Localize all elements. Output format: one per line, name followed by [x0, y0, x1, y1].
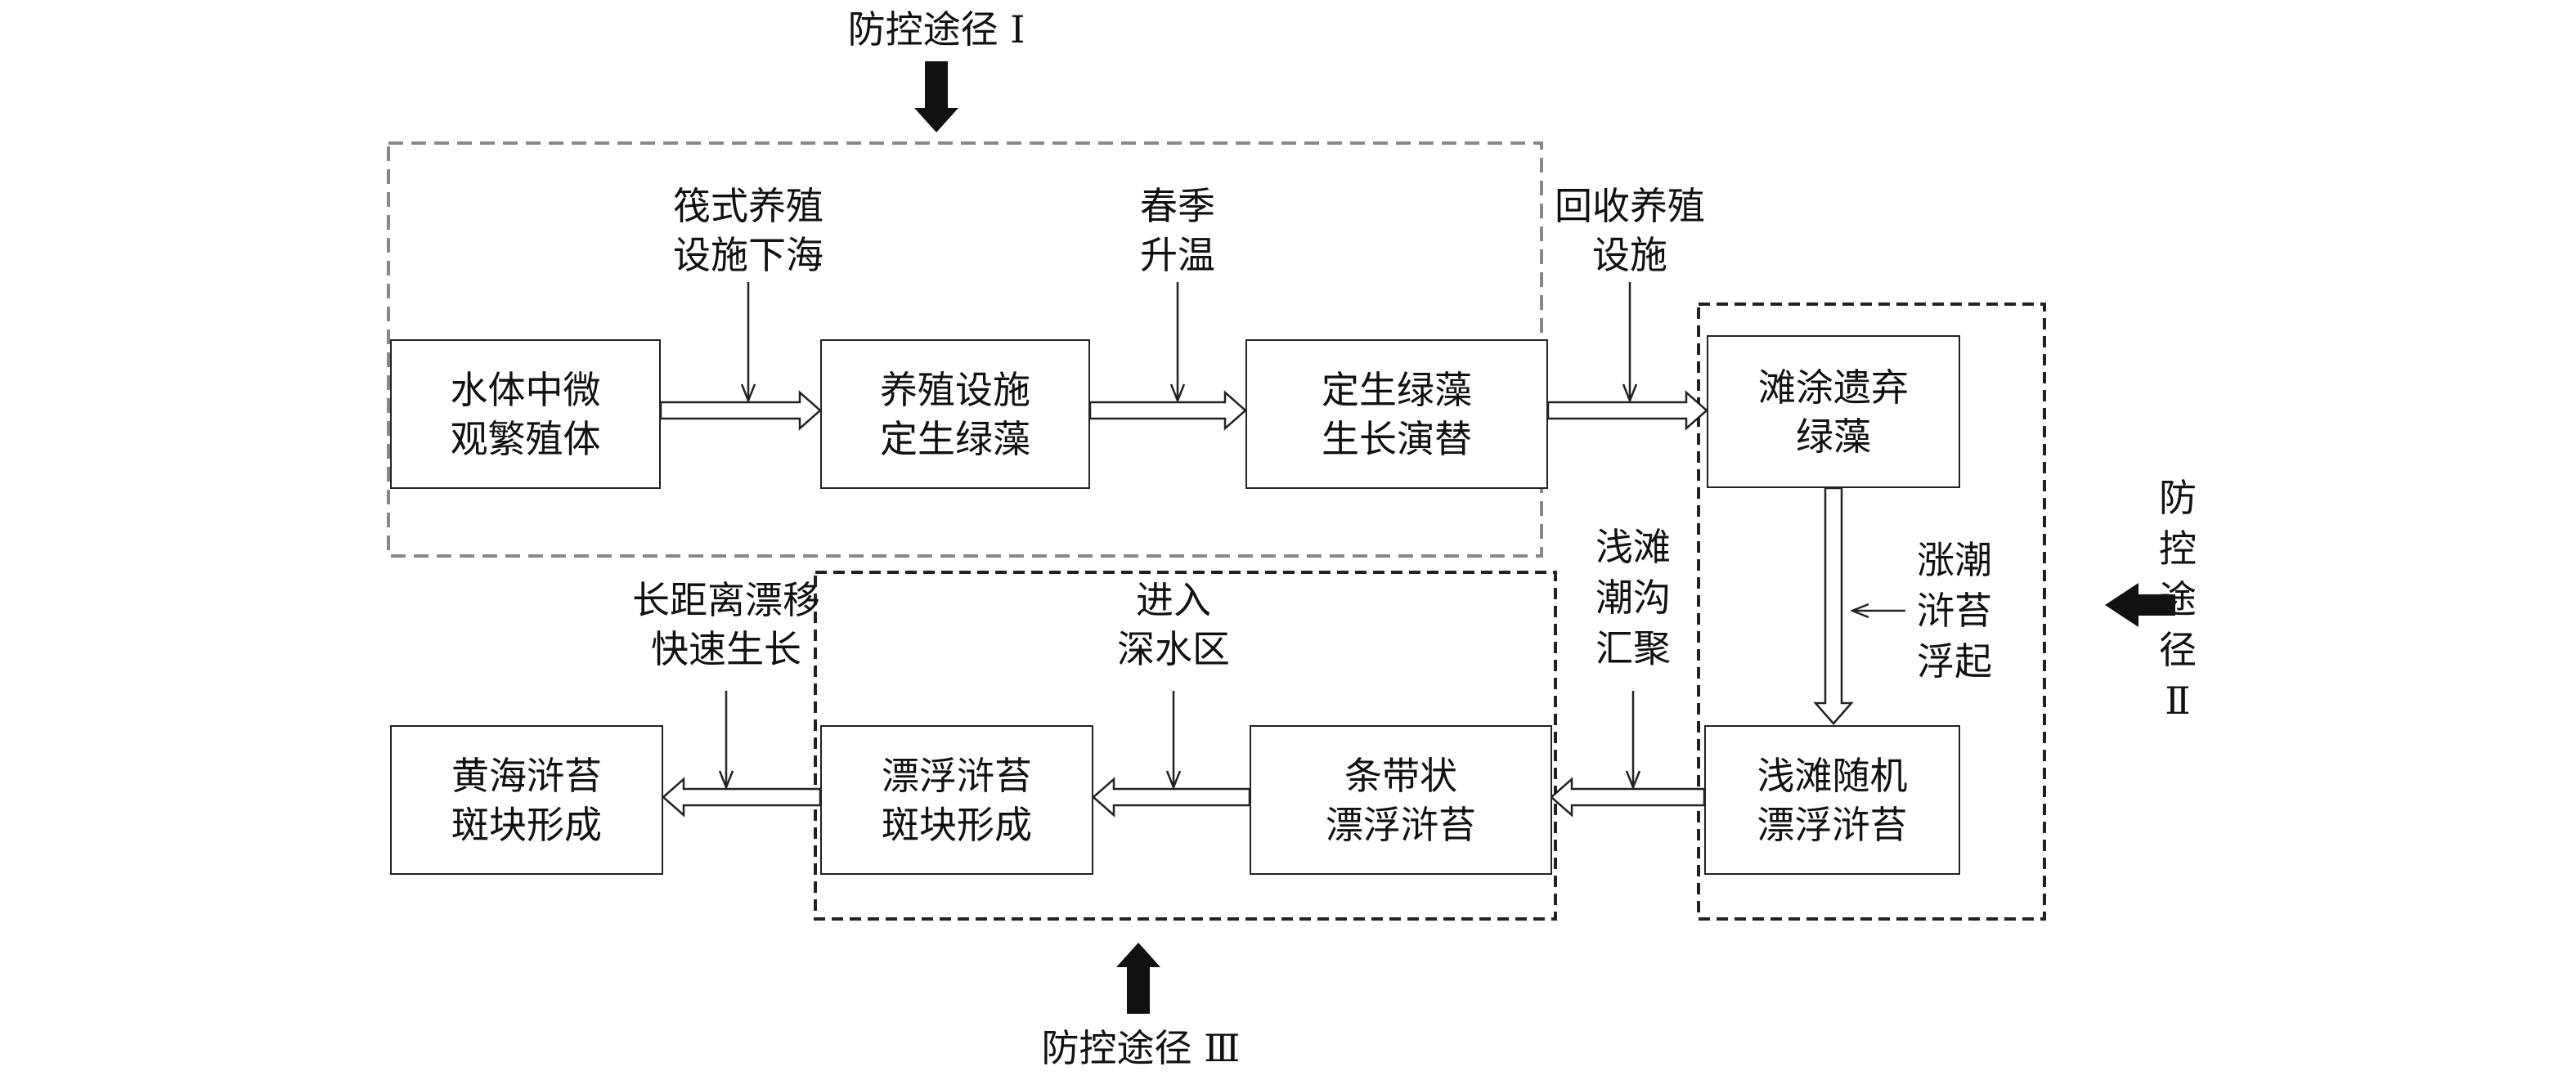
flow-arrow-4-5 [1813, 486, 1854, 725]
box-discarded-algae: 滩涂遗弃绿藻 [1707, 335, 1960, 488]
label-line: 进入 [1136, 578, 1211, 622]
route-char: 径 [2159, 628, 2197, 672]
flow-arrow-2-3 [1088, 390, 1247, 431]
label-line: 回收养殖 [1555, 184, 1705, 228]
box-line: 斑块形成 [451, 802, 602, 847]
label-line: 快速生长 [651, 627, 801, 671]
label-raft-facility: 筏式养殖设施下海 [626, 181, 871, 280]
box-line: 水体中微 [450, 367, 601, 412]
box-line: 观繁殖体 [450, 416, 601, 461]
box-line: 黄海浒苔 [451, 753, 602, 798]
box-line: 养殖设施 [880, 367, 1030, 412]
label-line: 浅滩 [1595, 525, 1671, 569]
label-line: 深水区 [1117, 627, 1230, 671]
box-random-floating: 浅滩随机漂浮浒苔 [1704, 725, 1960, 875]
stage-3-frame [814, 571, 1557, 921]
label-line: 筏式养殖 [673, 184, 824, 228]
label-line: 长距离漂移 [632, 578, 820, 622]
stage-2-frame [1697, 302, 2046, 921]
label-long-drift: 长距离漂移快速生长 [587, 576, 865, 674]
flow-arrow-3-4 [1546, 390, 1708, 431]
box-strip-floating: 条带状漂浮浒苔 [1250, 725, 1552, 875]
box-facility-algae: 养殖设施定生绿藻 [820, 339, 1090, 489]
box-line: 漂浮浒苔 [1326, 802, 1476, 847]
box-line: 漂浮浒苔 [882, 753, 1032, 798]
control-route-1-label: 防控途径 Ⅰ [847, 7, 1025, 52]
box-line: 漂浮浒苔 [1757, 802, 1908, 847]
route-char: Ⅱ [2165, 679, 2191, 723]
label-line: 浮起 [1917, 639, 1992, 683]
label-line: 升温 [1140, 233, 1215, 277]
control-route-2-label: 防控途径 Ⅱ [2153, 473, 2202, 726]
route-char: 途 [2159, 577, 2197, 621]
box-line: 浅滩随机 [1757, 753, 1908, 798]
label-line: 浒苔 [1917, 589, 1992, 633]
control-arrow-2 [2105, 583, 2175, 627]
label-shoal-gather: 浅滩潮沟汇聚 [1584, 522, 1682, 674]
label-line: 设施下海 [673, 233, 824, 277]
control-arrow-1 [914, 61, 958, 132]
label-line: 春季 [1140, 184, 1215, 228]
flow-arrow-5-6 [1550, 777, 1706, 818]
box-yellow-sea-patch: 黄海浒苔斑块形成 [390, 725, 663, 875]
label-spring-warming: 春季升温 [1096, 181, 1259, 280]
label-line: 潮沟 [1595, 576, 1671, 620]
label-line: 涨潮 [1917, 538, 1992, 582]
box-line: 生长演替 [1322, 416, 1472, 461]
box-line: 定生绿藻 [880, 416, 1030, 461]
flow-arrow-7-8 [662, 777, 822, 818]
box-algae-succession: 定生绿藻生长演替 [1245, 339, 1548, 489]
control-arrow-3 [1116, 943, 1160, 1014]
box-line: 条带状 [1344, 753, 1457, 798]
label-recycle-facility: 回收养殖设施 [1528, 181, 1732, 280]
flow-arrow-1-2 [659, 390, 822, 431]
label-deep-water: 进入深水区 [1084, 576, 1263, 674]
control-route-3-label: 防控途径 Ⅲ [1041, 1026, 1241, 1070]
box-line: 定生绿藻 [1322, 367, 1472, 412]
box-water-spores: 水体中微观繁殖体 [390, 339, 661, 489]
box-line: 滩涂遗弃 [1758, 365, 1909, 410]
route-char: 防 [2159, 476, 2197, 520]
box-line: 斑块形成 [882, 802, 1032, 847]
label-tide-rise: 涨潮浒苔浮起 [1905, 535, 2004, 687]
label-line: 汇聚 [1595, 626, 1671, 670]
label-line: 设施 [1592, 233, 1667, 277]
route-char: 控 [2159, 527, 2197, 571]
flow-arrow-6-7 [1092, 777, 1251, 818]
box-patch-forming: 漂浮浒苔斑块形成 [820, 725, 1093, 875]
box-line: 绿藻 [1796, 414, 1871, 459]
